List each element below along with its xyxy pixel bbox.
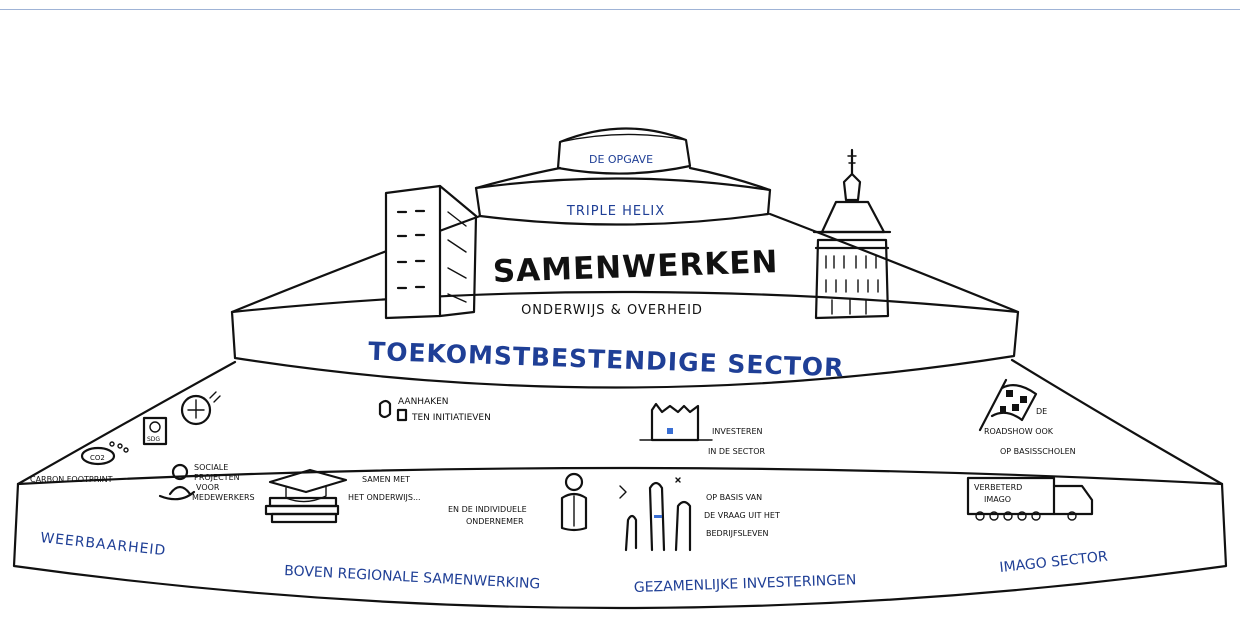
second-tier-outline xyxy=(474,177,772,226)
note-op-basis: OP BASIS VAN DE VRAAG UIT HET BEDRIJFSLE… xyxy=(704,493,782,538)
base-tier-top-edge xyxy=(16,466,1224,486)
footprint-icon: CO2 xyxy=(80,441,129,466)
co2-label: CO2 xyxy=(90,454,105,462)
note-sociale: SOCIALE PROJECTEN VOOR MEDEWERKERS xyxy=(192,463,255,502)
sdg-badge-icon: SDG xyxy=(142,416,168,446)
center-title: SAMENWERKEN xyxy=(492,244,779,290)
businessman-icon xyxy=(560,472,588,532)
band-label: TOEKOMSTBESTENDIGE SECTOR xyxy=(368,337,845,383)
globe-people-icon xyxy=(180,391,221,426)
raised-hands-icon xyxy=(619,477,692,552)
town-hall-tower-icon xyxy=(812,148,892,320)
center-subtitle: ONDERWIJS & OVERHEID xyxy=(521,303,703,318)
note-carbon-footprint: CARBON FOOTPRINT xyxy=(30,475,113,484)
base-label-investeringen: GEZAMENLIJKE INVESTERINGEN xyxy=(634,572,857,596)
band-tier-roof xyxy=(230,212,1020,314)
office-building-icon xyxy=(384,184,478,320)
base-tier-roof xyxy=(16,358,1224,486)
truck-icon xyxy=(966,476,1094,521)
band-tier-outline xyxy=(230,290,1020,389)
tier-second-label: TRIPLE HELIX xyxy=(566,204,665,219)
checkered-flag-icon xyxy=(978,378,1038,432)
note-verbeterd-imago: VERBETERD IMAGO xyxy=(974,483,1025,504)
note-aanhaken: AANHAKEN TEN INITIATIEVEN xyxy=(398,397,491,423)
top-rule xyxy=(0,9,1240,10)
base-label-weerbaarheid: WEERBAARHEID xyxy=(40,530,167,559)
factory-icon xyxy=(639,402,713,442)
note-investeren: INVESTEREN IN DE SECTOR xyxy=(708,427,766,456)
books-graduation-cap-icon xyxy=(264,468,348,524)
note-roadshow: DE ROADSHOW OOK OP BASISSCHOLEN xyxy=(984,407,1076,456)
hands-together-icon xyxy=(378,399,408,422)
base-tier-outline xyxy=(12,482,1228,610)
note-individuele-ondernemer: EN DE INDIVIDUELE ONDERNEMER xyxy=(448,505,529,526)
tier-top-label: DE OPGAVE xyxy=(589,153,653,166)
person-hand-icon xyxy=(158,463,196,501)
svg-text:SDG: SDG xyxy=(147,436,160,443)
top-tier-outline xyxy=(556,127,692,175)
base-label-imago: IMAGO SECTOR xyxy=(999,549,1109,576)
base-label-samenwerking: BOVEN REGIONALE SAMENWERKING xyxy=(284,563,541,592)
note-samen-met: SAMEN MET HET ONDERWIJS... xyxy=(348,475,421,502)
